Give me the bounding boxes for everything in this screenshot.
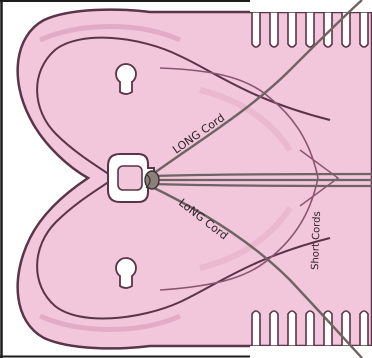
short-cords-label: Short Cords [310, 211, 323, 270]
cord-knot [145, 171, 159, 189]
bottom-comb-teeth [252, 311, 368, 346]
top-comb-teeth [252, 12, 368, 47]
